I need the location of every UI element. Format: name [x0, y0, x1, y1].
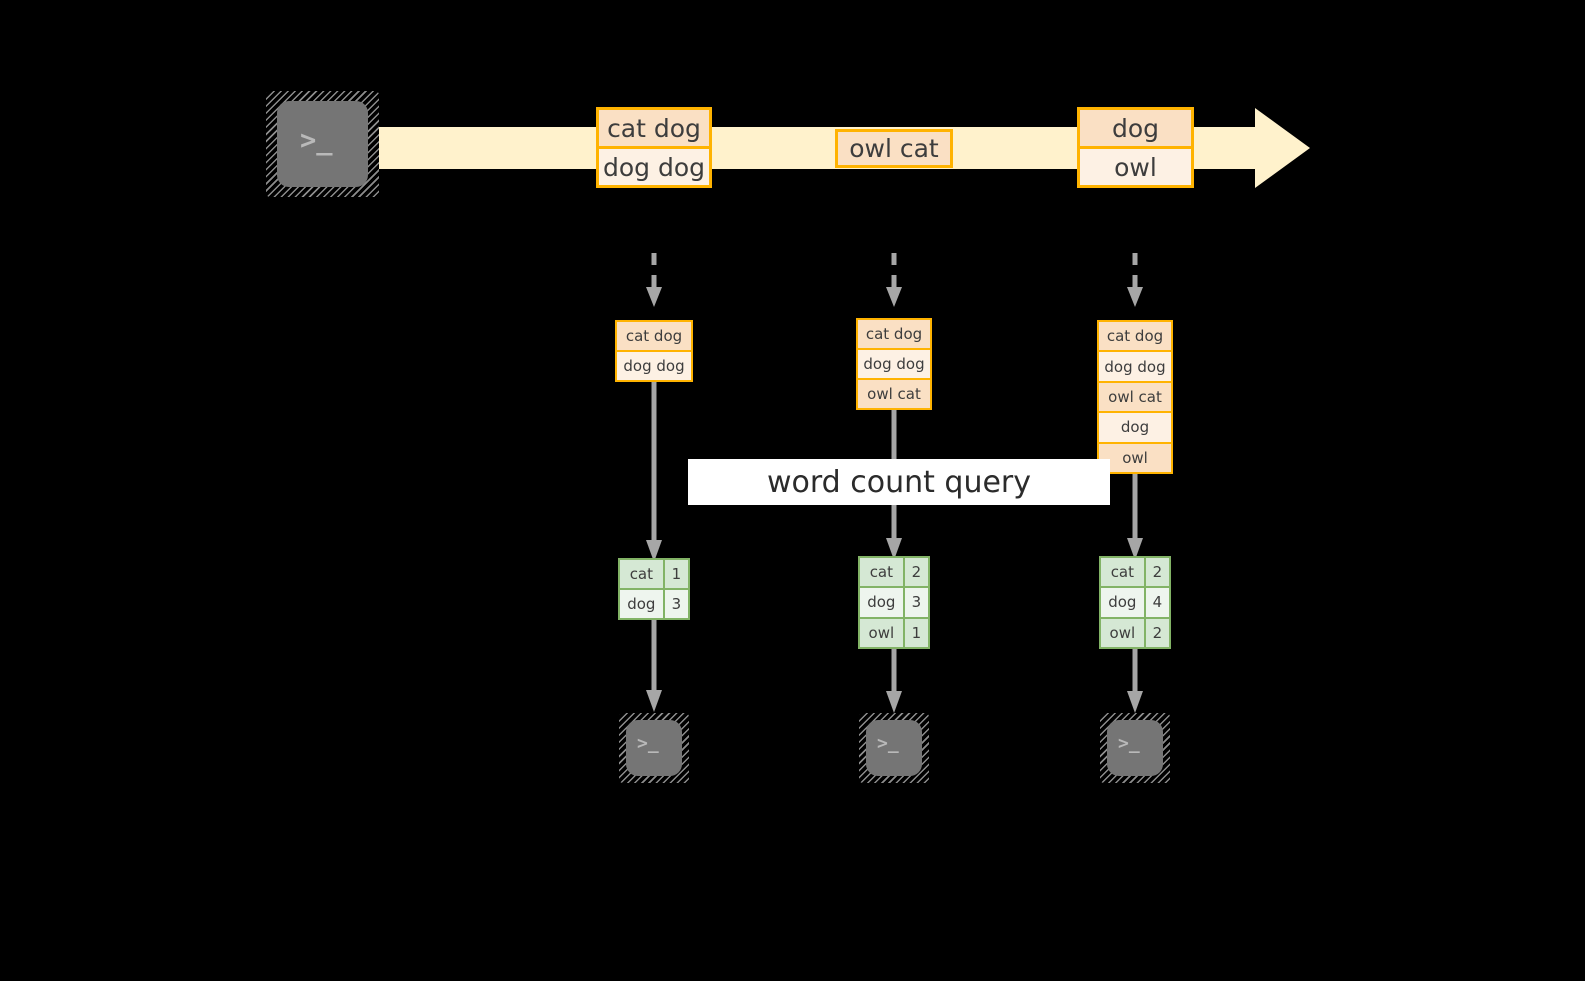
source-terminal-icon: >_ — [266, 91, 379, 197]
snapshot-1-sink-terminal-icon: >_ — [619, 713, 689, 783]
result-count: 2 — [1143, 558, 1169, 587]
input-line: dog dog — [617, 350, 691, 380]
result-count: 3 — [662, 590, 688, 618]
snapshot-3-result-table: cat 2 dog 4 owl 2 — [1099, 556, 1171, 649]
input-line: owl cat — [1099, 380, 1171, 412]
query-label-band: word count query — [688, 459, 1110, 505]
snapshot-3-sink-arrow — [1125, 649, 1145, 713]
result-count: 3 — [902, 588, 928, 617]
record-line: owl cat — [838, 132, 950, 165]
record-line: dog dog — [599, 146, 709, 185]
record-line: cat dog — [599, 110, 709, 146]
snapshot-1-input-box: cat dog dog dog — [615, 320, 693, 382]
snapshot-2-sink-arrow — [884, 649, 904, 713]
input-line: dog dog — [1099, 350, 1171, 381]
table-row: cat 2 — [1101, 558, 1169, 587]
table-row: owl 1 — [860, 616, 928, 647]
result-word: owl — [860, 618, 903, 647]
terminal-face — [626, 720, 682, 776]
terminal-face — [1107, 720, 1163, 776]
snapshot-1-feed-arrow — [644, 253, 664, 307]
result-word: cat — [1101, 558, 1144, 587]
snapshot-1-sink-arrow — [644, 620, 664, 712]
snapshot-1-query-arrow — [644, 382, 664, 562]
result-word: cat — [620, 560, 663, 588]
table-row: dog 4 — [1101, 586, 1169, 617]
table-row: dog 3 — [620, 588, 688, 618]
result-count: 1 — [662, 560, 688, 588]
result-word: owl — [1101, 618, 1144, 647]
input-line: cat dog — [617, 322, 691, 350]
snapshot-3-feed-arrow — [1125, 253, 1145, 307]
result-count: 1 — [902, 618, 928, 647]
result-word: dog — [620, 590, 663, 618]
input-line: dog dog — [858, 348, 930, 378]
snapshot-2-feed-arrow — [884, 253, 904, 307]
terminal-face — [277, 101, 368, 187]
result-word: dog — [1101, 588, 1144, 617]
input-line: owl — [1099, 441, 1171, 473]
snapshot-2-sink-terminal-icon: >_ — [859, 713, 929, 783]
table-row: cat 2 — [860, 558, 928, 587]
terminal-prompt-glyph: >_ — [1118, 733, 1140, 754]
stream-record-3: dog owl — [1077, 107, 1194, 188]
terminal-prompt-glyph: >_ — [637, 733, 659, 754]
record-line: dog — [1080, 110, 1191, 146]
input-line: cat dog — [1099, 322, 1171, 351]
snapshot-2-input-box: cat dog dog dog owl cat — [856, 318, 932, 410]
result-word: dog — [860, 588, 903, 617]
result-count: 4 — [1143, 588, 1169, 617]
snapshot-3-input-box: cat dog dog dog owl cat dog owl — [1097, 320, 1173, 474]
result-count: 2 — [1143, 618, 1169, 647]
snapshot-2-result-table: cat 2 dog 3 owl 1 — [858, 556, 930, 649]
snapshot-3-sink-terminal-icon: >_ — [1100, 713, 1170, 783]
result-word: cat — [860, 558, 903, 587]
record-line: owl — [1080, 146, 1191, 185]
snapshot-1-result-table: cat 1 dog 3 — [618, 558, 690, 620]
snapshot-3-query-arrow — [1125, 474, 1145, 560]
result-count: 2 — [902, 558, 928, 587]
input-line: owl cat — [858, 378, 930, 408]
stream-record-2: owl cat — [835, 129, 953, 168]
table-row: owl 2 — [1101, 616, 1169, 647]
query-label-text: word count query — [766, 464, 1032, 500]
table-row: dog 3 — [860, 586, 928, 617]
terminal-prompt-glyph: >_ — [877, 733, 899, 754]
stream-record-1: cat dog dog dog — [596, 107, 712, 188]
input-line: cat dog — [858, 320, 930, 348]
terminal-prompt-glyph: >_ — [300, 125, 333, 156]
terminal-face — [866, 720, 922, 776]
table-row: cat 1 — [620, 560, 688, 588]
input-line: dog — [1099, 411, 1171, 442]
